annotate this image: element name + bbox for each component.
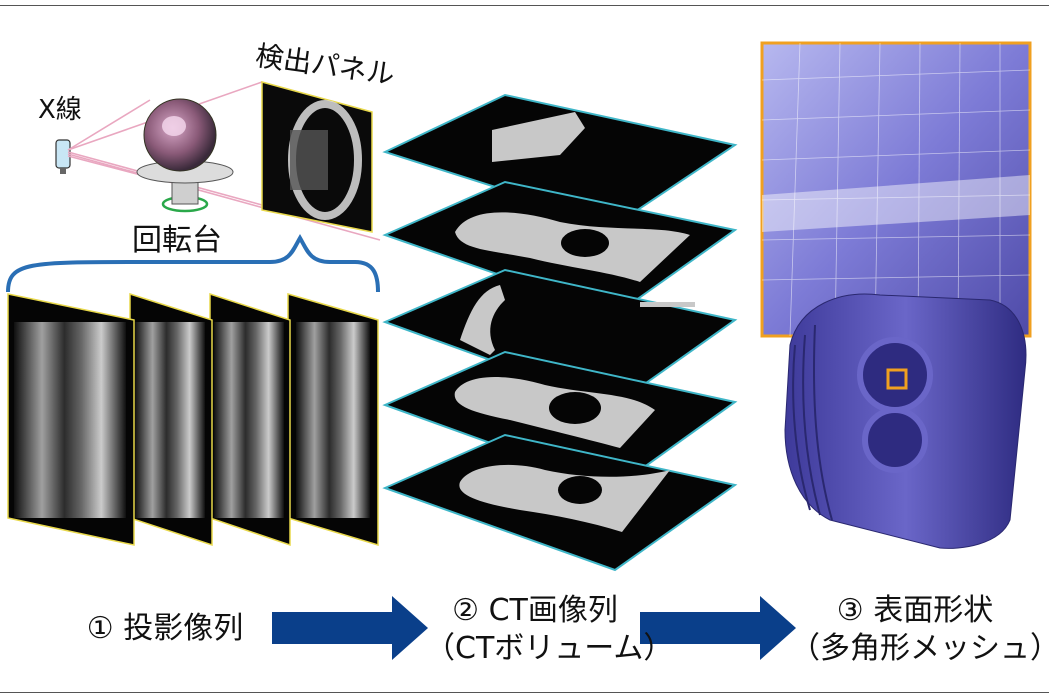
- flow-arrow-2: [640, 596, 796, 660]
- flow-arrow-1: [272, 596, 428, 660]
- projection-bracket: [6, 234, 380, 293]
- step-3-label: ③ 表面形状: [836, 593, 994, 628]
- piston-mesh-model: [784, 293, 1027, 549]
- detector-panel: [261, 81, 373, 233]
- projection-sequence: [7, 292, 379, 547]
- xray-source-icon: [55, 139, 71, 174]
- step-1-caption: ① 投影像列: [60, 610, 270, 648]
- top-rule: [0, 5, 1049, 6]
- mesh-zoom-view: [760, 41, 1032, 338]
- step-1-label: ① 投影像列: [86, 611, 244, 646]
- step-2-sublabel: （CTボリューム）: [425, 630, 674, 666]
- turntable-with-object: [136, 98, 234, 213]
- step-3-caption: ③ 表面形状 （多角形メッシュ）: [790, 592, 1049, 667]
- turntable-label: 回転台: [132, 223, 222, 258]
- xray-label: X線: [38, 95, 82, 125]
- step-2-label: ② CT画像列: [452, 593, 618, 628]
- ct-slice-stack: [382, 93, 738, 572]
- step-3-sublabel: （多角形メッシュ）: [790, 630, 1049, 666]
- step-2-caption: ② CT画像列 （CTボリューム）: [425, 592, 674, 667]
- bottom-rule: [0, 692, 1049, 693]
